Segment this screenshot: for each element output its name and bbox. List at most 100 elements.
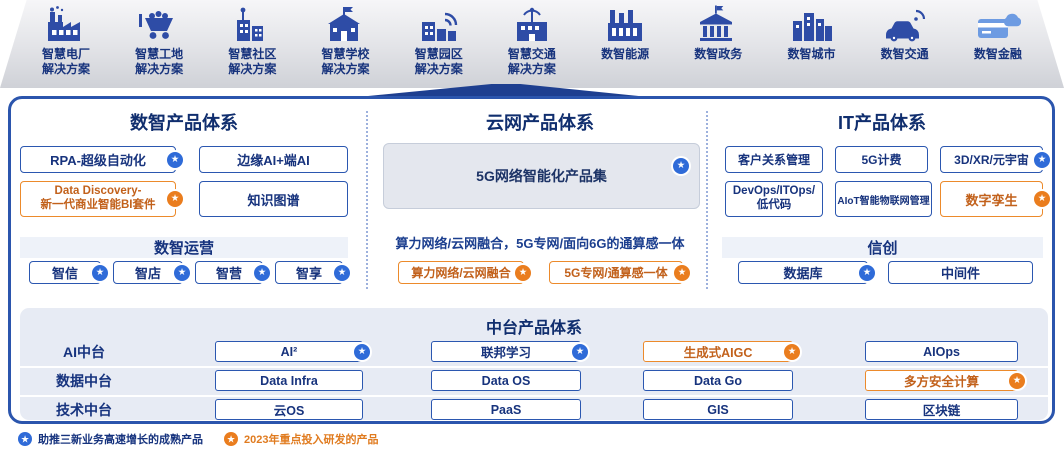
digital-section-title: 数智产品体系 (130, 113, 238, 133)
edge-ai-label: 边缘AI+端AI (237, 153, 310, 168)
middle-platform-panel: 中台产品体系 AI中台 AI² ★ 联邦学习 ★ 生成式AIGC ★ AI (20, 308, 1048, 420)
crm-box: 客户关系管理 (725, 146, 823, 173)
solution-label: 智慧园区解决方案 (414, 47, 463, 76)
middleware-label: 中间件 (940, 266, 980, 281)
ops-label: 智信 (51, 266, 78, 281)
aiot-label: AIoT智能物联网管理 (837, 195, 930, 207)
solutions-row: 智慧电厂解决方案 智慧工地解决方案 智慧社区解决方案 智慧学校解决方案 智慧园区 (20, 5, 1044, 77)
solution-digital-finance: 数智金融 (952, 5, 1044, 77)
solution-label: 数智能源 (601, 47, 650, 61)
mature-product-star-icon: ★ (18, 432, 32, 446)
mature-product-star-icon: ★ (354, 343, 370, 360)
cloud-os-label: 云OS (273, 404, 305, 418)
data-discovery-box: Data Discovery-新一代商业智能BI套件 ★ (20, 181, 183, 217)
ops-box-zhixiang: 智享 ★ (275, 261, 350, 284)
mature-product-star-icon: ★ (859, 264, 875, 281)
product-systems-panel: 数智产品体系 云网产品体系 IT产品体系 RPA-超级自动化 ★ 边缘AI+端A… (8, 96, 1055, 424)
computing-network-label: 算力网络/云网融合 (411, 266, 511, 280)
it-section-title: IT产品体系 (838, 113, 926, 133)
aiops-box: AIOps (865, 341, 1018, 362)
digital-twin-box: 数字孪生 ★ (940, 181, 1050, 217)
paas-label: PaaS (490, 402, 522, 417)
focus-product-star-icon: ★ (1009, 372, 1025, 389)
focus-product-star-icon: ★ (167, 191, 183, 207)
digital-twin-label: 数字孪生 (965, 192, 1018, 208)
rpa-label: RPA-超级自动化 (50, 153, 146, 168)
factory-icon (602, 5, 648, 45)
cloud-section-title: 云网产品体系 (486, 113, 594, 133)
solution-label: 数智金融 (973, 47, 1022, 61)
solution-digital-transport: 数智交通 (859, 5, 951, 77)
mature-product-star-icon: ★ (572, 343, 588, 360)
tech-platform-row-label: 技术中台 (56, 402, 112, 418)
column-divider (366, 111, 368, 289)
ai2-box: AI² ★ (215, 341, 370, 362)
xr-metaverse-label: 3D/XR/元宇宙 (954, 153, 1029, 167)
5g-network-intelligence-box: 5G网络智能化产品集 ★ (383, 143, 700, 209)
solution-label: 智慧工地解决方案 (135, 47, 184, 76)
generative-aigc-label: 生成式AIGC (683, 346, 753, 360)
data-os-label: Data OS (481, 373, 531, 388)
data-os-box: Data OS (431, 370, 581, 391)
aiops-label: AIOps (923, 344, 960, 359)
mature-product-star-icon: ★ (673, 158, 689, 174)
5g-billing-box: 5G计费 (835, 146, 928, 173)
knowledge-graph-box: 知识图谱 (199, 181, 348, 217)
solution-label: 智慧学校解决方案 (321, 47, 370, 76)
mature-product-star-icon: ★ (167, 151, 183, 168)
solution-smart-campus: 智慧园区解决方案 (393, 5, 485, 77)
xinchuang-subtitle: 信创 (722, 237, 1043, 258)
antenna-building-icon (509, 5, 555, 45)
government-building-icon (695, 5, 741, 45)
5g-private-network-box: 5G专网/通算感一体 ★ (549, 261, 690, 284)
knowledge-graph-label: 知识图谱 (247, 192, 300, 208)
solution-smart-construction-site: 智慧工地解决方案 (113, 5, 205, 77)
database-label: 数据库 (783, 266, 823, 281)
solution-digital-city: 数智城市 (766, 5, 858, 77)
mature-product-star-icon: ★ (1034, 151, 1050, 168)
community-buildings-icon (229, 5, 275, 45)
data-platform-row: 数据中台 Data Infra Data OS Data Go 多方安全计算 ★ (20, 367, 1048, 395)
connected-car-icon (882, 5, 928, 45)
mature-product-star-icon: ★ (92, 264, 108, 281)
devops-label: DevOps/ITOps/低代码 (732, 185, 816, 211)
solution-smart-school: 智慧学校解决方案 (300, 5, 392, 77)
focus-product-star-icon: ★ (224, 432, 238, 446)
focus-product-star-icon: ★ (784, 343, 800, 360)
ops-box-zhixin: 智信 ★ (29, 261, 108, 284)
tech-platform-row: 技术中台 云OS PaaS GIS 区块链 (20, 396, 1048, 424)
school-building-icon (323, 5, 369, 45)
blockchain-label: 区块链 (922, 404, 961, 418)
5g-private-network-label: 5G专网/通算感一体 (564, 266, 668, 280)
ops-label: 智享 (295, 266, 322, 281)
ops-box-zhidian: 智店 ★ (113, 261, 190, 284)
xr-metaverse-box: 3D/XR/元宇宙 ★ (940, 146, 1050, 173)
ai-platform-row: AI中台 AI² ★ 联邦学习 ★ 生成式AIGC ★ AIOps (20, 338, 1048, 366)
legend-focus-label: 2023年重点投入研发的产品 (244, 434, 379, 446)
gis-label: GIS (707, 402, 729, 417)
5g-network-intelligence-label: 5G网络智能化产品集 (476, 168, 607, 184)
legend-mature-products: ★ 助推三新业务高速增长的成熟产品 (18, 431, 203, 447)
solution-label: 数智政务 (694, 47, 743, 61)
cloud-os-box: 云OS (215, 399, 363, 420)
5g-billing-label: 5G计费 (861, 153, 902, 167)
solution-smart-power-plant: 智慧电厂解决方案 (20, 5, 112, 77)
mature-product-star-icon: ★ (334, 264, 350, 281)
row-separator (20, 395, 1048, 397)
federated-learning-box: 联邦学习 ★ (431, 341, 588, 362)
ai-platform-row-label: AI中台 (63, 344, 105, 360)
focus-product-star-icon: ★ (674, 264, 690, 281)
solution-label: 智慧交通解决方案 (507, 47, 556, 76)
mature-product-star-icon: ★ (174, 264, 190, 281)
database-box: 数据库 ★ (738, 261, 875, 284)
middle-platform-title: 中台产品体系 (485, 320, 582, 337)
legend-mature-label: 助推三新业务高速增长的成熟产品 (38, 434, 203, 446)
solution-smart-community: 智慧社区解决方案 (206, 5, 298, 77)
solution-label: 数智交通 (880, 47, 929, 61)
secure-computation-box: 多方安全计算 ★ (865, 370, 1025, 391)
solution-digital-energy: 数智能源 (579, 5, 671, 77)
ops-label: 智店 (134, 266, 161, 281)
data-infra-box: Data Infra (215, 370, 363, 391)
rpa-box: RPA-超级自动化 ★ (20, 146, 183, 173)
